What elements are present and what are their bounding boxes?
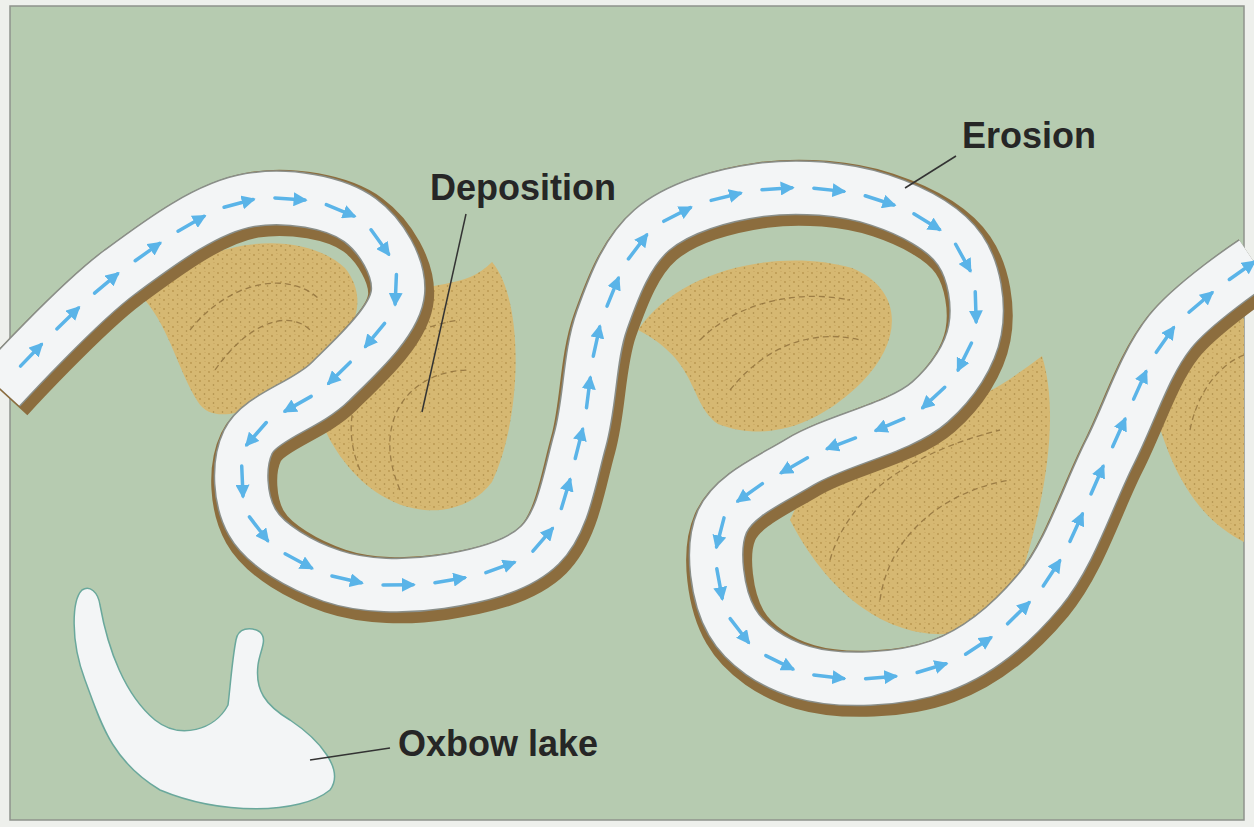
flow-arrow: [958, 343, 971, 370]
flow-arrow: [923, 387, 945, 407]
leader-line: [905, 156, 956, 188]
flow-arrow: [561, 480, 570, 509]
label: Oxbow lake: [398, 724, 598, 764]
flow-arrow: [814, 188, 844, 191]
flow-arrow: [738, 484, 762, 501]
flow-arrow: [917, 664, 946, 673]
ground: [10, 6, 1244, 820]
flow-arrow: [57, 308, 79, 329]
flow-arrow: [371, 230, 388, 254]
flow-arrow: [329, 362, 350, 383]
flow-arrows: [0, 188, 1254, 679]
flow-arrow: [1156, 328, 1173, 353]
flow-arrow: [966, 638, 991, 654]
flow-arrow: [628, 235, 646, 259]
flow-arrow: [914, 214, 940, 230]
bar-layer: [215, 320, 310, 370]
oxbow-lake: [74, 588, 334, 808]
flow-arrow: [435, 578, 465, 583]
label: Erosion: [962, 116, 1096, 156]
flow-arrow: [865, 196, 894, 205]
point-bar: [638, 261, 892, 432]
flow-arrow: [95, 274, 118, 293]
flow-arrow: [533, 529, 552, 552]
river-edge: [0, 188, 1254, 679]
flow-arrow: [575, 429, 582, 458]
flow-arrow: [486, 562, 514, 572]
label: Deposition: [430, 168, 616, 208]
leader-line: [422, 214, 466, 412]
flow-arrow: [1134, 372, 1146, 399]
flow-arrow: [956, 244, 970, 270]
flow-arrow: [1229, 262, 1253, 279]
flow-arrow: [607, 278, 618, 306]
flow-arrow: [866, 676, 896, 678]
flow-arrow: [21, 345, 42, 367]
flow-arrow: [827, 438, 855, 449]
flow-arrow: [973, 292, 977, 322]
flow-guide: [0, 188, 1254, 679]
flow-arrow: [717, 569, 722, 598]
flow-arrow: [730, 619, 748, 643]
flow-arrow: [332, 576, 361, 583]
bar-layer: [730, 337, 860, 390]
flow-arrow: [247, 423, 266, 445]
flow-arrow: [664, 208, 691, 222]
flow-arrow: [242, 466, 243, 496]
bar-layer: [390, 370, 470, 490]
flow-arrow: [593, 327, 599, 356]
flow-arrow: [395, 275, 396, 304]
bar-layer: [880, 480, 1010, 600]
flow-arrow: [275, 198, 305, 200]
flow-arrow: [586, 378, 590, 408]
flow-arrow: [814, 675, 844, 679]
flow-arrow: [876, 419, 904, 431]
bar-layer: [1190, 355, 1244, 430]
flow-arrow: [766, 656, 793, 669]
flow-arrow: [1091, 466, 1103, 493]
flow-arrow: [178, 216, 204, 231]
bar-layer: [700, 296, 850, 340]
flow-arrow: [1008, 603, 1029, 624]
flow-arrow: [717, 518, 725, 547]
flow-arrow: [1113, 419, 1125, 446]
flow-arrow: [326, 205, 354, 216]
flow-arrow: [285, 554, 311, 568]
leader-line: [310, 748, 390, 760]
flow-arrow: [224, 200, 253, 208]
flow-arrow: [762, 188, 792, 190]
flow-arrow: [1070, 514, 1082, 541]
flow-arrow: [1043, 561, 1059, 586]
flow-arrow: [711, 193, 740, 200]
flow-arrow: [383, 583, 413, 587]
flow-arrow: [285, 396, 311, 411]
river-channel: [0, 188, 1254, 679]
flow-arrow: [781, 458, 807, 473]
leader-lines: [310, 156, 956, 760]
flow-arrow: [135, 243, 159, 260]
flow-arrow: [366, 323, 385, 346]
flow-arrow: [1189, 293, 1212, 312]
flow-arrow: [249, 517, 267, 541]
